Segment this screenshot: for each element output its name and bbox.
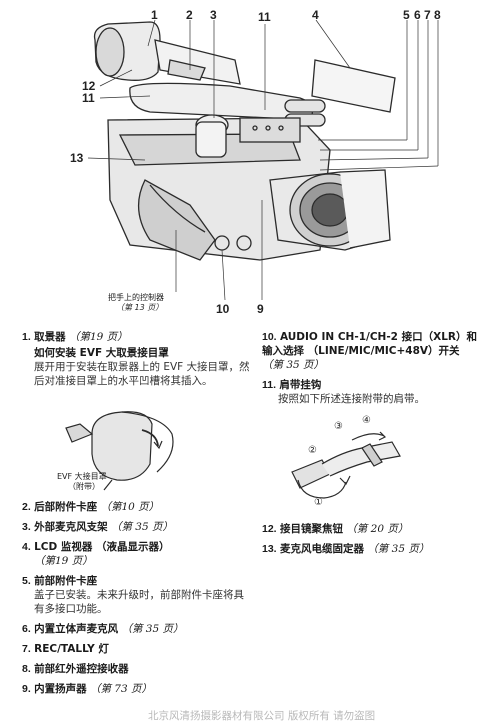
- strap-step-2: ②: [308, 445, 317, 456]
- callout-11-top: 11: [258, 10, 271, 24]
- item-13: 13. 麦克风电缆固定器 （第 35 页）: [262, 543, 430, 555]
- right-column: 10. AUDIO IN CH-1/CH-2 接口（XLR）和输入选择 （LIN…: [262, 330, 480, 562]
- item-4: 4. LCD 监视器 （液晶显示器） （第19 页）: [22, 541, 170, 567]
- callout-4: 4: [312, 8, 319, 22]
- item-2: 2. 后部附件卡座 （第10 页）: [22, 501, 160, 513]
- callout-8: 8: [434, 8, 441, 22]
- callout-7: 7: [424, 8, 431, 22]
- eyecup-illustration: [65, 411, 174, 491]
- left-column: 1. 取景器 （第19 页） 如何安装 EVF 大取景接目罩 展开用于安装在取景…: [22, 330, 252, 702]
- evf-eyecup-label-1: EVF 大接目罩: [57, 472, 107, 481]
- handle-controls-label: 把手上的控制器: [108, 293, 164, 302]
- eyecup-figure: EVF 大接目罩 （附带）: [22, 394, 252, 494]
- callout-12: 12: [82, 79, 96, 93]
- item-5: 5. 前部附件卡座 盖子已安装。未来升级时，前部附件卡座将具有多接口功能。: [22, 575, 244, 615]
- item-1-sub: 如何安装 EVF 大取景接目罩: [34, 347, 169, 359]
- callout-11-left: 11: [82, 91, 95, 105]
- camera-diagram: 1 2 3 11 4 5 6 7 8 12 11 13 10 9 把手上的控制器…: [0, 0, 492, 325]
- callout-6: 6: [414, 8, 421, 22]
- callout-13: 13: [70, 151, 84, 165]
- item-9: 9. 内置扬声器 （第 73 页）: [22, 683, 152, 695]
- item-11: 11. 肩带挂钩 按照如下所述连接附带的肩带。: [262, 379, 425, 405]
- callout-3: 3: [210, 8, 217, 22]
- callout-9: 9: [257, 302, 264, 316]
- callout-1: 1: [151, 8, 158, 22]
- item-12: 12. 接目镜聚焦钮 （第 20 页）: [262, 523, 409, 535]
- strap-figure: ③ ④ ② ①: [262, 412, 480, 512]
- strap-illustration: [291, 431, 401, 499]
- item-10: 10. AUDIO IN CH-1/CH-2 接口（XLR）和输入选择 （LIN…: [262, 331, 478, 371]
- item-6: 6. 内置立体声麦克风 （第 35 页）: [22, 623, 184, 635]
- camera-illustration: [87, 19, 439, 301]
- item-1: 1. 取景器 （第19 页） 如何安装 EVF 大取景接目罩 展开用于安装在取景…: [22, 330, 252, 388]
- callout-10: 10: [216, 302, 230, 316]
- copyright-watermark: 北京风清扬摄影器材有限公司 版权所有 请勿盗图: [148, 710, 376, 722]
- callout-5: 5: [403, 8, 410, 22]
- item-8: 8. 前部红外遥控接收器: [22, 663, 129, 675]
- item-1-body: 展开用于安装在取景器上的 EVF 大接目罩，然后对准接目罩上的水平凹槽将其插入。: [34, 361, 250, 387]
- item-7: 7. REC/TALLY 灯: [22, 643, 109, 655]
- strap-step-1: ①: [314, 497, 323, 508]
- item-3: 3. 外部麦克风支架 （第 35 页）: [22, 521, 173, 533]
- callout-2: 2: [186, 8, 193, 22]
- handle-controls-page: （第 13 页）: [116, 303, 164, 312]
- strap-step-4: ④: [362, 415, 371, 426]
- strap-step-3: ③: [334, 421, 343, 432]
- evf-eyecup-label-2: （附带）: [68, 482, 100, 491]
